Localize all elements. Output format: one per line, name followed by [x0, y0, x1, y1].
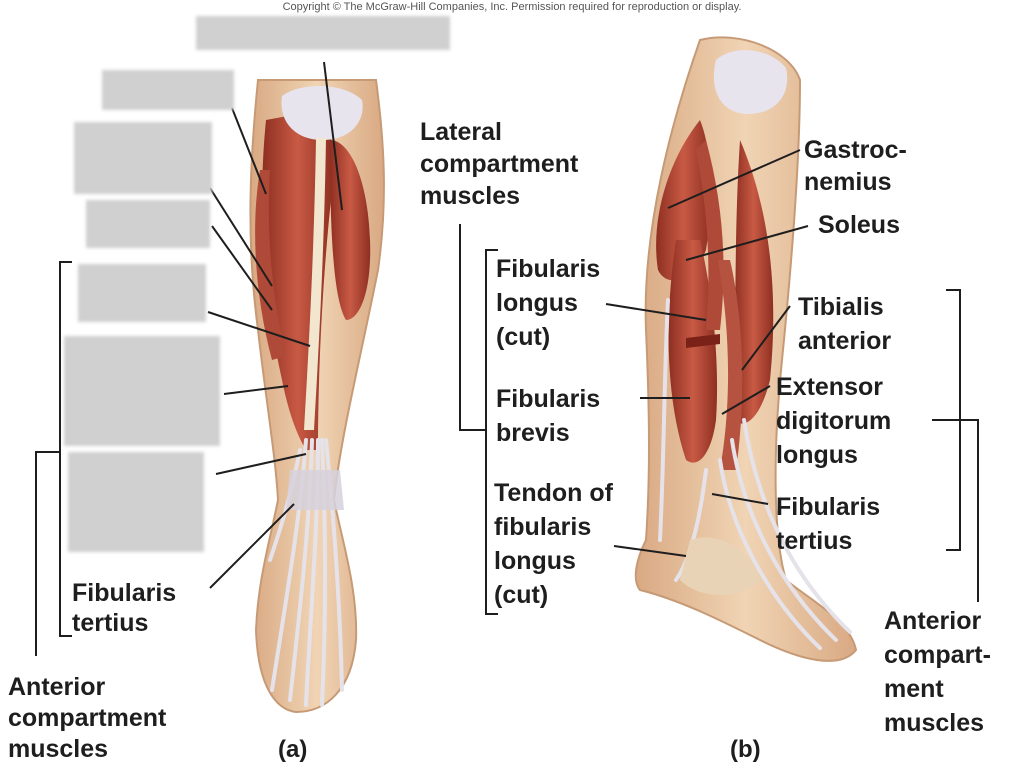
label-line: (cut) [496, 323, 551, 351]
leg-a-tibia [304, 138, 326, 430]
blank-label-7 [68, 452, 204, 552]
blank-label-1 [196, 16, 450, 50]
label-line: longus [496, 289, 578, 317]
label-tendon-fibularis-longus: Tendon of fibularis longus (cut) [494, 476, 613, 612]
label-fibularis-tertius-a: Fibularis tertius [72, 578, 176, 638]
leader-lines-a [35, 61, 343, 656]
label-lateral-compartment: Lateral compartment muscles [420, 116, 578, 212]
leg-b-knee [713, 50, 788, 114]
label-line: longus [776, 441, 858, 469]
label-gastrocnemius: Gastroc- nemius [804, 134, 907, 198]
label-line: Fibularis [496, 255, 601, 283]
label-line: Anterior [884, 607, 982, 635]
label-line: fibularis [494, 513, 592, 541]
label-line: compart- [884, 641, 991, 669]
label-fibularis-longus: Fibularis longus (cut) [496, 252, 600, 354]
leg-a-retinaculum [286, 470, 344, 510]
leg-a-gastrocnemius [330, 140, 371, 320]
label-line: tertius [776, 527, 853, 555]
leg-b-soleus [668, 240, 718, 463]
label-anterior-compartment-a: Anterior compartment muscles [8, 672, 166, 765]
label-line: Lateral [420, 118, 502, 146]
label-fibularis-brevis: Fibularis brevis [496, 382, 600, 450]
label-line: nemius [804, 168, 892, 196]
copyright-notice: Copyright © The McGraw-Hill Companies, I… [282, 1, 742, 13]
label-line: Fibularis [72, 579, 177, 607]
label-line: Tibialis [798, 293, 884, 321]
leg-a-knee [281, 85, 363, 140]
label-line: anterior [798, 327, 892, 355]
leg-b-ankle [680, 537, 760, 595]
label-line: muscles [884, 709, 985, 737]
leg-b-fibularis [696, 140, 724, 330]
leg-a [249, 79, 385, 714]
label-line: Extensor [776, 373, 883, 401]
label-line: digitorum [776, 407, 892, 435]
label-line: ment [884, 675, 944, 703]
label-line: tertius [72, 609, 149, 637]
label-line: Gastroc- [804, 136, 907, 164]
leader-lines-b [459, 149, 979, 615]
label-line: muscles [420, 182, 521, 210]
panel-label-b: (b) [730, 736, 761, 763]
label-soleus: Soleus [818, 210, 900, 240]
label-line: brevis [496, 419, 570, 447]
leg-b-tendons [658, 298, 852, 650]
label-tibialis-anterior: Tibialis anterior [798, 290, 891, 358]
leg-b-cut [686, 334, 720, 348]
leg-b-tibialis [734, 140, 774, 424]
blank-label-4 [86, 200, 210, 248]
label-line: Tendon of [494, 479, 613, 507]
label-line: Fibularis [496, 385, 601, 413]
blank-label-3 [74, 122, 212, 194]
leg-b [634, 36, 858, 662]
panel-label-a: (a) [278, 736, 308, 763]
blank-label-2 [102, 70, 234, 110]
leg-a-fibularis [255, 170, 286, 360]
label-anterior-compartment-b: Anterior compart- ment muscles [884, 604, 991, 740]
label-line: longus [494, 547, 576, 575]
label-line: compartment [420, 150, 579, 178]
label-line: (cut) [494, 581, 549, 609]
blank-label-6 [64, 336, 220, 446]
label-line: muscles [8, 735, 109, 763]
label-extensor-digitorum-longus: Extensor digitorum longus [776, 370, 891, 472]
blank-label-5 [78, 264, 206, 322]
label-line: compartment [8, 704, 167, 732]
label-line: Anterior [8, 673, 106, 701]
leg-b-extensor [718, 260, 743, 470]
label-fibularis-tertius-b: Fibularis tertius [776, 490, 880, 558]
label-line: Soleus [818, 211, 900, 239]
label-line: Fibularis [776, 493, 881, 521]
